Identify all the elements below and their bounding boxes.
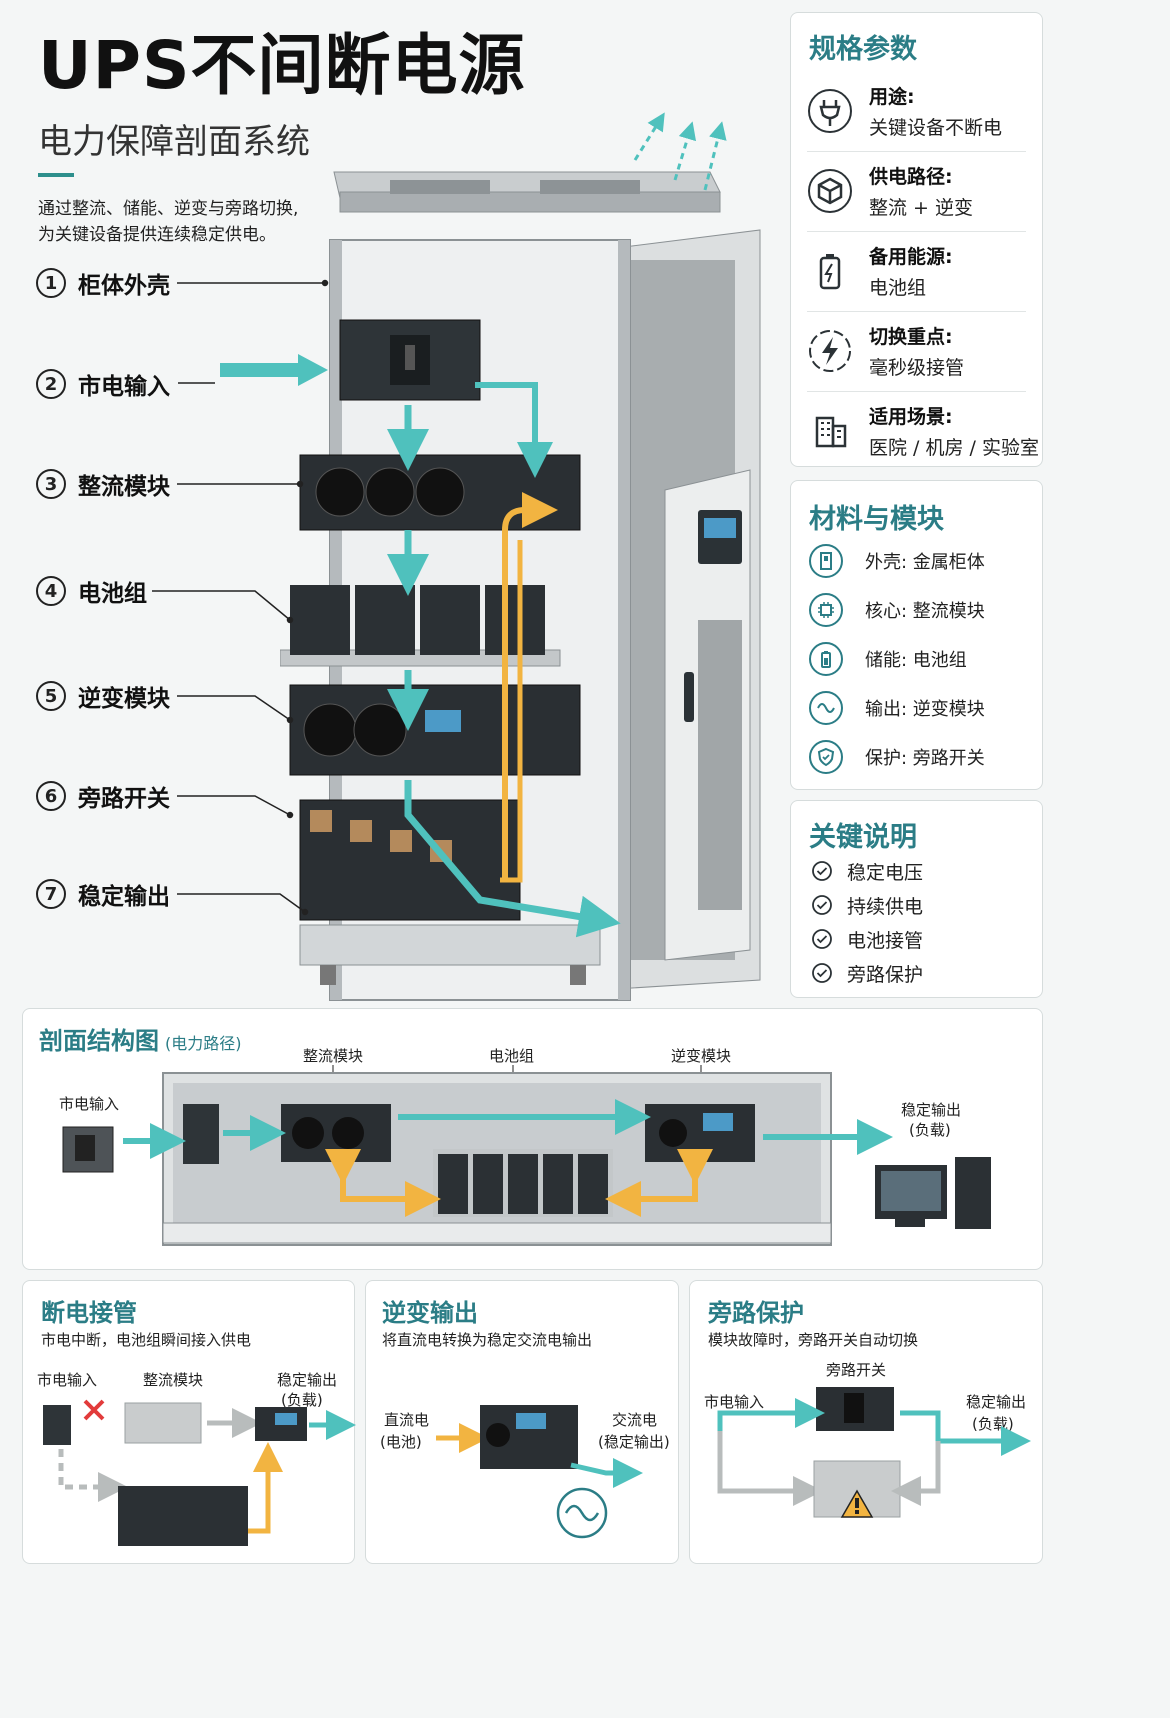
keynote-item: 电池接管 [811, 924, 923, 954]
battery-icon [819, 254, 841, 290]
card1-subtitle: 市电中断，电池组瞬间接入供电 [41, 1331, 252, 1349]
ac-wave-icon [556, 1487, 608, 1539]
label-mains-input: 2 市电输入 [36, 367, 170, 401]
spec-item-switch-focus: 切换重点:毫秒级接管 [807, 311, 1047, 391]
card3-subtitle: 模块故障时，旁路开关自动切换 [708, 1331, 919, 1349]
card-inverter-output: 逆变输出 将直流电转换为稳定交流电输出 直流电 (电池) 交流电 (稳定输出) [365, 1280, 679, 1564]
label-battery: 4 电池组 [36, 574, 147, 608]
keynotes-panel: 关键说明 稳定电压 持续供电 电池接管 旁路保护 [790, 800, 1043, 998]
label-cabinet-shell: 1 柜体外壳 [36, 266, 170, 300]
card1-label-rectifier: 整流模块 [143, 1371, 204, 1389]
page-subtitle: 电力保障剖面系统 [38, 122, 310, 162]
card1-title: 断电接管 [41, 1299, 137, 1327]
card2-diagram [436, 1405, 643, 1539]
building-icon [815, 416, 847, 448]
keynote-item: 稳定电压 [811, 856, 923, 886]
section-output-note: (负载) [909, 1121, 951, 1139]
cabinet-icon [809, 544, 843, 578]
material-item-core: 核心: 整流模块 [809, 591, 985, 629]
title-accent-bar [38, 173, 74, 177]
card1-label-load: (负载) [281, 1391, 323, 1409]
card2-label-stable: (稳定输出) [598, 1433, 670, 1451]
material-item-shell: 外壳: 金属柜体 [809, 542, 985, 580]
section-structure-panel: 剖面结构图 (电力路径) 市电输入 整流模块 电池组 逆变模块 稳定输出 (负载… [22, 1008, 1043, 1270]
cube-icon [808, 169, 852, 213]
card1-label-output: 稳定输出 [277, 1371, 338, 1389]
lightning-icon [809, 330, 851, 372]
check-circle-icon [812, 861, 832, 881]
intro-line-1: 通过整流、储能、逆变与旁路切换, [38, 199, 299, 219]
check-circle-icon [812, 963, 832, 983]
spec-item-power-path: 供电路径:整流 + 逆变 [807, 151, 1047, 231]
intro-text: 通过整流、储能、逆变与旁路切换, 为关键设备提供连续稳定供电。 [38, 196, 378, 248]
section-mains-label: 市电输入 [59, 1095, 120, 1113]
spec-item-backup-energy: 备用能源:电池组 [807, 231, 1047, 311]
keynote-item: 旁路保护 [811, 958, 923, 988]
card-outage-takeover: 断电接管 市电中断，电池组瞬间接入供电 市电输入 整流模块 稳定输出 (负载) [22, 1280, 356, 1564]
card2-title: 逆变输出 [382, 1299, 478, 1327]
card3-title: 旁路保护 [708, 1299, 804, 1327]
section-inverter-label: 逆变模块 [671, 1047, 732, 1065]
x-mark-icon [83, 1399, 105, 1421]
page-title: UPS不间断电源 [38, 27, 526, 104]
material-item-storage: 储能: 电池组 [809, 640, 967, 678]
card1-diagram [43, 1399, 356, 1546]
section-title: 剖面结构图 [39, 1027, 159, 1055]
card3-label-bypass: 旁路开关 [826, 1361, 887, 1379]
card3-label-output: 稳定输出 [966, 1393, 1027, 1411]
section-title-row: 剖面结构图 (电力路径) [39, 1021, 242, 1056]
spec-panel: 规格参数 用途:关键设备不断电 供电路径:整流 + 逆变 备用能源:电池组 切换… [790, 12, 1043, 467]
card-bypass-protection: 旁路保护 模块故障时，旁路开关自动切换 旁路开关 市电输入 稳定输出 (负载) [689, 1280, 1043, 1564]
card3-label-mains: 市电输入 [704, 1393, 765, 1411]
section-diagram [62, 1065, 991, 1246]
card3-diagram [717, 1387, 1031, 1518]
materials-panel-title: 材料与模块 [809, 504, 944, 535]
check-circle-icon [812, 929, 832, 949]
ups-cabinet-illustration [280, 112, 761, 1001]
keynotes-panel-title: 关键说明 [809, 822, 917, 853]
keynote-item: 持续供电 [811, 890, 923, 920]
section-output-label: 稳定输出 [901, 1101, 962, 1119]
section-battery-label: 电池组 [489, 1047, 535, 1065]
card2-subtitle: 将直流电转换为稳定交流电输出 [382, 1331, 593, 1349]
material-item-output: 输出: 逆变模块 [809, 689, 985, 727]
plug-icon [808, 89, 852, 133]
card1-label-mains: 市电输入 [37, 1371, 98, 1389]
card2-label-battery: (电池) [380, 1433, 422, 1451]
label-rectifier: 3 整流模块 [36, 467, 170, 501]
intro-line-2: 为关键设备提供连续稳定供电。 [38, 225, 276, 245]
chip-icon [809, 593, 843, 627]
section-rectifier-label: 整流模块 [303, 1047, 364, 1065]
battery-icon [809, 642, 843, 676]
shield-icon [809, 740, 843, 774]
label-bypass-switch: 6 旁路开关 [36, 779, 170, 813]
material-item-protection: 保护: 旁路开关 [809, 738, 985, 776]
wave-icon [809, 691, 843, 725]
section-title-note: (电力路径) [165, 1034, 242, 1053]
spec-panel-title: 规格参数 [809, 34, 917, 65]
materials-panel: 材料与模块 外壳: 金属柜体 核心: 整流模块 储能: 电池组 输出: 逆变模块… [790, 480, 1043, 790]
spec-item-scenarios: 适用场景:医院 / 机房 / 实验室 [807, 391, 1047, 471]
card2-label-ac: 交流电 [612, 1411, 658, 1429]
label-inverter: 5 逆变模块 [36, 679, 170, 713]
spec-item-usage: 用途:关键设备不断电 [807, 71, 1047, 151]
card2-label-dc: 直流电 [384, 1411, 430, 1429]
check-circle-icon [812, 895, 832, 915]
mains-input-arrow [220, 354, 328, 386]
label-stable-output: 7 稳定输出 [36, 877, 170, 911]
